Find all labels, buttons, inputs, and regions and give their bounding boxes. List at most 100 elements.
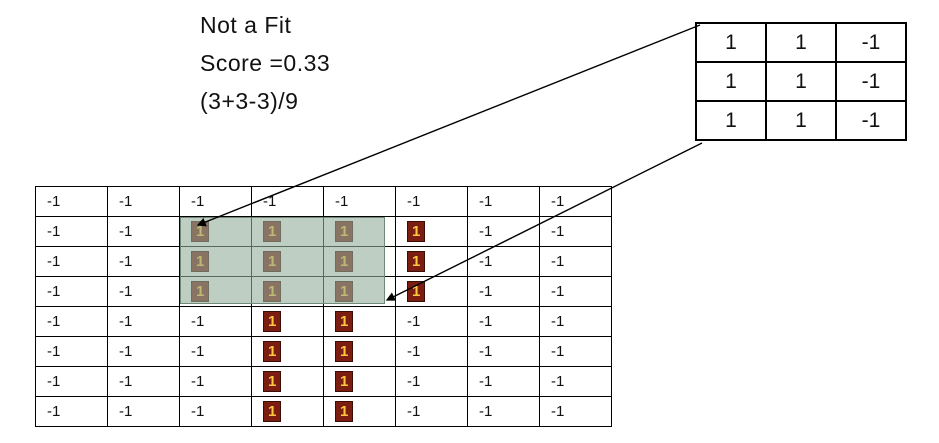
grid-cell: -1	[107, 306, 180, 337]
cell-value: 1	[725, 108, 737, 132]
highlighted-value: 1	[263, 341, 282, 362]
cell-value: -1	[551, 313, 565, 330]
cell-value: -1	[47, 373, 61, 390]
highlighted-value: 1	[335, 341, 354, 362]
grid-cell: -1	[179, 336, 252, 367]
cell-value: -1	[407, 403, 421, 420]
cell-value: -1	[551, 193, 565, 210]
cell-value: -1	[47, 343, 61, 360]
grid-cell: -1	[251, 186, 324, 217]
cell-value: -1	[335, 193, 349, 210]
highlighted-value: 1	[335, 371, 354, 392]
cell-value: -1	[119, 223, 133, 240]
grid-cell: 1	[251, 336, 324, 367]
grid-cell: -1	[395, 186, 468, 217]
grid-cell: -1	[395, 306, 468, 337]
grid-cell: 1	[323, 366, 396, 397]
grid-cell: 1	[695, 100, 767, 141]
cell-value: -1	[861, 30, 881, 54]
grid-cell: 1	[323, 306, 396, 337]
cell-value: -1	[407, 193, 421, 210]
grid-cell: 1	[251, 366, 324, 397]
grid-cell: 1	[395, 276, 468, 307]
grid-cell: -1	[179, 366, 252, 397]
grid-cell: -1	[107, 276, 180, 307]
cell-value: -1	[47, 313, 61, 330]
grid-cell: -1	[179, 186, 252, 217]
highlighted-value: 1	[407, 281, 426, 302]
grid-cell: 1	[323, 396, 396, 427]
grid-cell: -1	[395, 366, 468, 397]
grid-cell: -1	[467, 396, 540, 427]
cell-value: 1	[795, 69, 807, 93]
cell-value: 1	[795, 30, 807, 54]
highlighted-value: 1	[263, 311, 282, 332]
grid-cell: -1	[467, 336, 540, 367]
grid-cell: 1	[695, 61, 767, 102]
annotation-title: Not a Fit	[200, 12, 292, 38]
highlighted-value: 1	[407, 251, 426, 272]
grid-cell: -1	[35, 186, 108, 217]
cell-value: -1	[47, 403, 61, 420]
grid-cell: 1	[695, 22, 767, 63]
cell-value: -1	[119, 373, 133, 390]
grid-cell: 1	[323, 336, 396, 367]
grid-cell: -1	[35, 396, 108, 427]
highlighted-value: 1	[263, 371, 282, 392]
cell-value: 1	[725, 30, 737, 54]
cell-value: -1	[47, 253, 61, 270]
grid-row: -1 -1 -1 1 1 -1 -1 -1	[35, 336, 612, 367]
cell-value: -1	[861, 108, 881, 132]
grid-cell: -1	[467, 186, 540, 217]
grid-cell: -1	[395, 336, 468, 367]
grid-cell: -1	[539, 396, 612, 427]
cell-value: -1	[861, 69, 881, 93]
grid-cell: -1	[467, 246, 540, 277]
cell-value: -1	[191, 343, 205, 360]
grid-cell: 1	[395, 246, 468, 277]
cell-value: -1	[479, 313, 493, 330]
grid-cell: -1	[35, 336, 108, 367]
grid-cell: -1	[467, 216, 540, 247]
cell-value: -1	[551, 343, 565, 360]
grid-cell: -1	[835, 22, 907, 63]
highlighted-value: 1	[335, 401, 354, 422]
cell-value: -1	[47, 193, 61, 210]
cell-value: -1	[47, 223, 61, 240]
cell-value: -1	[47, 283, 61, 300]
grid-cell: -1	[107, 216, 180, 247]
cell-value: -1	[191, 373, 205, 390]
grid-cell: -1	[539, 186, 612, 217]
grid-cell: -1	[539, 306, 612, 337]
cell-value: -1	[191, 193, 205, 210]
annotation-calculation: (3+3-3)/9	[200, 88, 299, 114]
grid-cell: -1	[467, 276, 540, 307]
cell-value: -1	[551, 223, 565, 240]
grid-cell: -1	[107, 366, 180, 397]
cell-value: -1	[479, 193, 493, 210]
cell-value: -1	[551, 253, 565, 270]
cell-value: -1	[191, 313, 205, 330]
grid-cell: -1	[539, 246, 612, 277]
grid-cell: -1	[107, 336, 180, 367]
grid-cell: 1	[765, 100, 837, 141]
cell-value: -1	[119, 283, 133, 300]
highlighted-value: 1	[407, 221, 426, 242]
cell-value: -1	[479, 343, 493, 360]
cell-value: -1	[551, 403, 565, 420]
cell-value: -1	[263, 193, 277, 210]
grid-cell: -1	[395, 396, 468, 427]
grid-cell: -1	[107, 186, 180, 217]
cell-value: 1	[725, 69, 737, 93]
grid-cell: -1	[35, 216, 108, 247]
annotation-block: Not a Fit Score =0.33 (3+3-3)/9	[200, 6, 330, 120]
cell-value: -1	[551, 283, 565, 300]
grid-cell: -1	[35, 246, 108, 277]
grid-cell: 1	[395, 216, 468, 247]
cell-value: -1	[479, 283, 493, 300]
grid-cell: 1	[251, 396, 324, 427]
grid-cell: -1	[467, 366, 540, 397]
